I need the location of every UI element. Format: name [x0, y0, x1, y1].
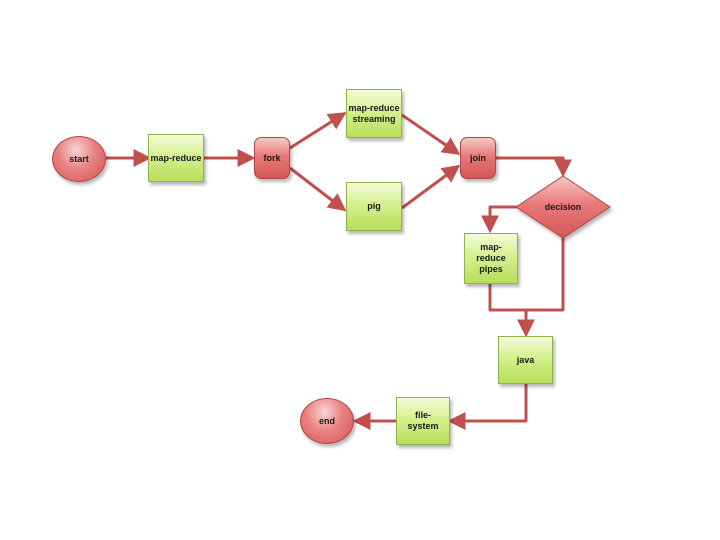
arrow-java-to-file-system	[447, 384, 528, 430]
arrow-streaming-to-join	[401, 113, 461, 156]
map-reduce-node: map-reduce	[148, 134, 204, 182]
arrow-fork-to-pig	[289, 166, 347, 212]
decision-label: decision	[544, 202, 582, 212]
start-node: start	[52, 136, 106, 182]
java-node: java	[498, 336, 553, 384]
fork-node: fork	[254, 137, 290, 179]
decision-diamond	[515, 175, 611, 239]
arrow-fork-to-streaming	[289, 112, 347, 150]
arrow-decision-to-pipes	[481, 205, 518, 234]
pig-node: pig	[346, 182, 402, 231]
join-node: join	[460, 137, 496, 179]
arrow-pipes-to-java	[488, 284, 535, 338]
file-system-node: file- system	[396, 397, 450, 445]
arrow-pig-to-join	[401, 164, 461, 210]
arrow-decision-to-java	[526, 238, 565, 312]
map-reduce-pipes-node: map- reduce pipes	[464, 233, 518, 284]
end-node: end	[300, 398, 354, 444]
arrow-join-to-decision	[496, 156, 572, 178]
map-reduce-streaming-node: map-reduce streaming	[346, 89, 402, 138]
